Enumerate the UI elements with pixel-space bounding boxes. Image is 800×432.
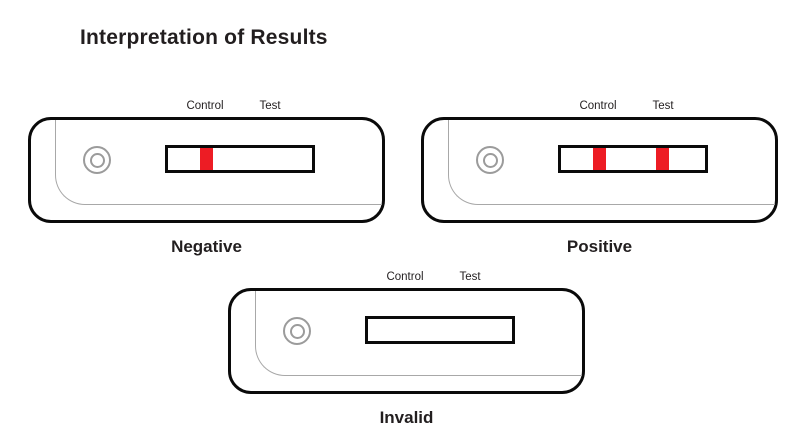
test-line-label: Test [652, 100, 674, 112]
test-line-label: Test [259, 100, 281, 112]
control-line [200, 148, 213, 170]
sample-well-icon [476, 146, 504, 174]
cassette-seam-line [255, 291, 582, 376]
cassette-seam-line [55, 120, 382, 205]
sample-well-icon [83, 146, 111, 174]
result-window [365, 316, 515, 344]
cassette-body [228, 288, 585, 394]
strip-labels: Control Test [421, 95, 778, 117]
strip-labels: Control Test [28, 95, 385, 117]
test-cassette-invalid: Control Test Invalid [228, 266, 585, 428]
sample-well-inner-ring [289, 323, 305, 339]
control-line-label: Control [579, 100, 617, 112]
control-line [593, 148, 606, 170]
result-window [558, 145, 708, 173]
control-line-label: Control [186, 100, 224, 112]
sample-well-inner-ring [89, 152, 105, 168]
cassette-seam-line [448, 120, 775, 205]
strip-labels: Control Test [228, 266, 585, 288]
sample-well-icon [283, 317, 311, 345]
result-window [165, 145, 315, 173]
page-title: Interpretation of Results [80, 26, 328, 49]
result-caption: Invalid [379, 408, 434, 427]
cassette-body [28, 117, 385, 223]
result-caption: Negative [171, 237, 242, 256]
test-line-label: Test [459, 271, 481, 283]
cassette-body [421, 117, 778, 223]
test-cassette-positive: Control Test Positive [421, 95, 778, 257]
test-cassette-negative: Control Test Negative [28, 95, 385, 257]
test-line [656, 148, 669, 170]
sample-well-inner-ring [482, 152, 498, 168]
result-caption: Positive [566, 237, 633, 256]
control-line-label: Control [386, 271, 424, 283]
